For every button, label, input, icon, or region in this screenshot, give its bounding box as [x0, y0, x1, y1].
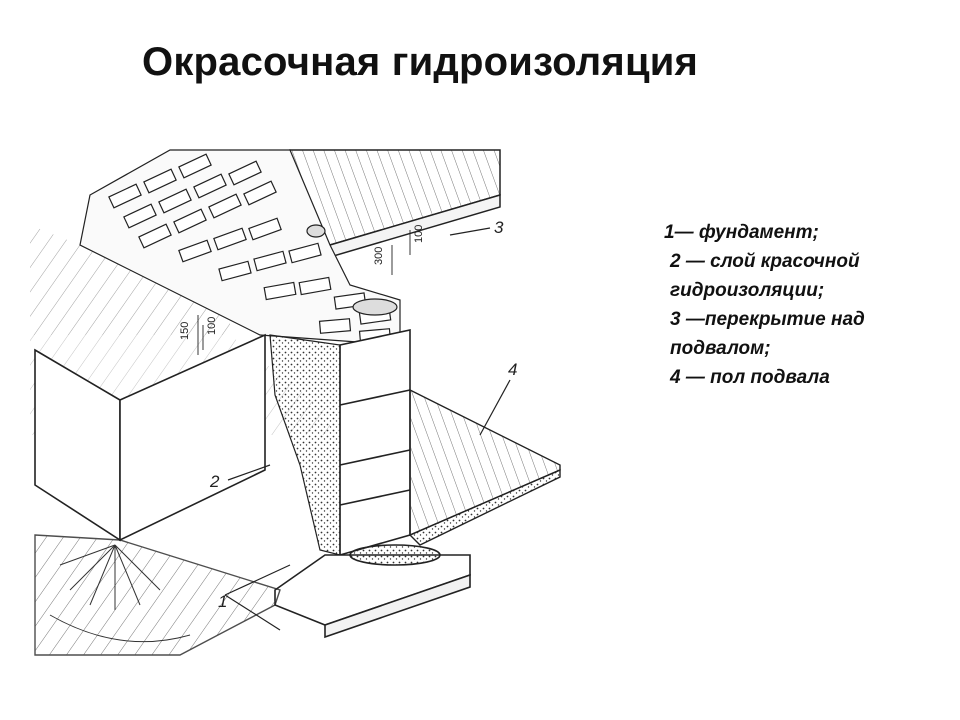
callout-label-4: 4 — [508, 360, 517, 379]
foundation-wall — [339, 329, 411, 557]
footing — [274, 544, 471, 639]
dimension-label-100-left: 100 — [206, 317, 218, 335]
waterproofing-layer — [269, 334, 341, 556]
dimension-label-150: 150 — [179, 322, 191, 340]
legend-item-2-continuation: гидроизоляции; — [670, 280, 825, 301]
callout-label-3: 3 — [494, 218, 504, 237]
callout-label-1: 1 — [218, 592, 227, 611]
legend-item-3-continuation: подвалом; — [670, 338, 771, 359]
callout-leaders — [224, 227, 511, 631]
legend-item-1: 1— фундамент; — [664, 222, 819, 243]
legend-item-4: 4 — пол подвала — [670, 367, 830, 388]
basement-floor — [34, 388, 561, 656]
brick-masonry — [79, 149, 401, 346]
dimension-marks: 150 100 300 100 — [179, 225, 425, 355]
basement-waterproofing-diagram: 150 100 300 100 1 2 3 4 — [30, 149, 561, 656]
callout-label-2: 2 — [209, 472, 220, 491]
dimension-label-300: 300 — [373, 247, 385, 265]
dimension-label-100-right: 100 — [413, 225, 425, 243]
legend-item-3: 3 —перекрытие над — [670, 309, 865, 330]
soil-block — [34, 333, 266, 542]
legend-item-2: 2 — слой красочной — [670, 251, 860, 272]
perspective-lines — [49, 544, 191, 643]
callout-labels: 1 2 3 4 — [209, 218, 517, 611]
legend: 1— фундамент; 2 — слой красочной гидроиз… — [664, 218, 954, 392]
slide-title: Окрасочная гидроизоляция — [142, 40, 699, 84]
